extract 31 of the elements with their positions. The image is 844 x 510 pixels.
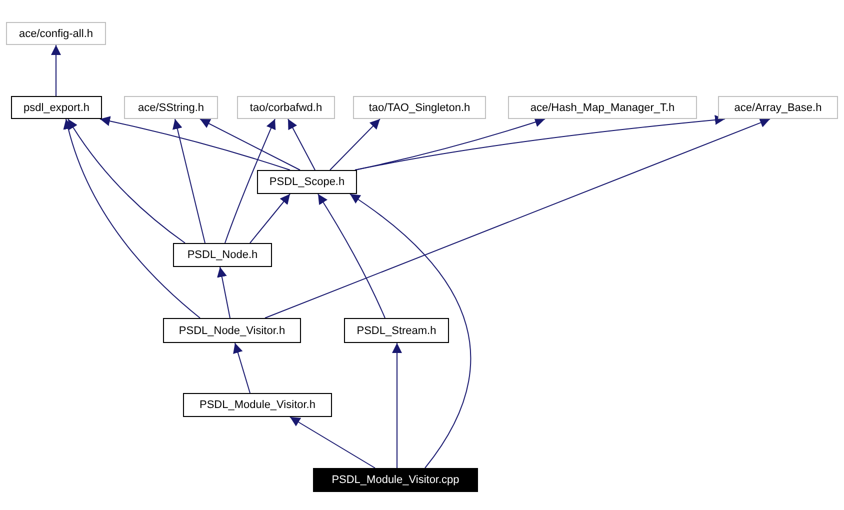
file-box: PSDL_Node.h bbox=[173, 243, 272, 267]
file-box: ace/SString.h bbox=[124, 96, 218, 119]
file-box: ace/Hash_Map_Manager_T.h bbox=[508, 96, 697, 119]
arrow bbox=[68, 118, 186, 244]
file-box: PSDL_Node_Visitor.h bbox=[163, 318, 301, 343]
arrow bbox=[100, 116, 290, 170]
arrow bbox=[64, 118, 200, 318]
arrow bbox=[392, 342, 402, 468]
arrow bbox=[288, 118, 316, 170]
arrow bbox=[350, 194, 471, 468]
arrow bbox=[172, 118, 206, 244]
file-box: PSDL_Stream.h bbox=[344, 318, 449, 343]
arrow bbox=[354, 114, 726, 170]
file-box: PSDL_Module_Visitor.h bbox=[183, 393, 332, 417]
arrow bbox=[264, 118, 770, 318]
arrow bbox=[217, 266, 230, 318]
arrow bbox=[290, 416, 376, 468]
file-box: tao/corbafwd.h bbox=[237, 96, 335, 119]
arrow bbox=[51, 44, 61, 96]
file-box: ace/Array_Base.h bbox=[718, 96, 838, 119]
file-box: tao/TAO_Singleton.h bbox=[353, 96, 486, 119]
arrow bbox=[318, 194, 386, 318]
file-box: PSDL_Scope.h bbox=[257, 170, 357, 194]
arrow bbox=[330, 118, 380, 170]
arrow bbox=[233, 342, 250, 394]
file-box: psdl_export.h bbox=[11, 96, 102, 119]
file-box: ace/config-all.h bbox=[6, 22, 106, 45]
arrow bbox=[200, 118, 300, 170]
file-box: PSDL_Module_Visitor.cpp bbox=[313, 468, 478, 492]
arrow bbox=[224, 118, 276, 244]
arrow bbox=[250, 194, 290, 244]
